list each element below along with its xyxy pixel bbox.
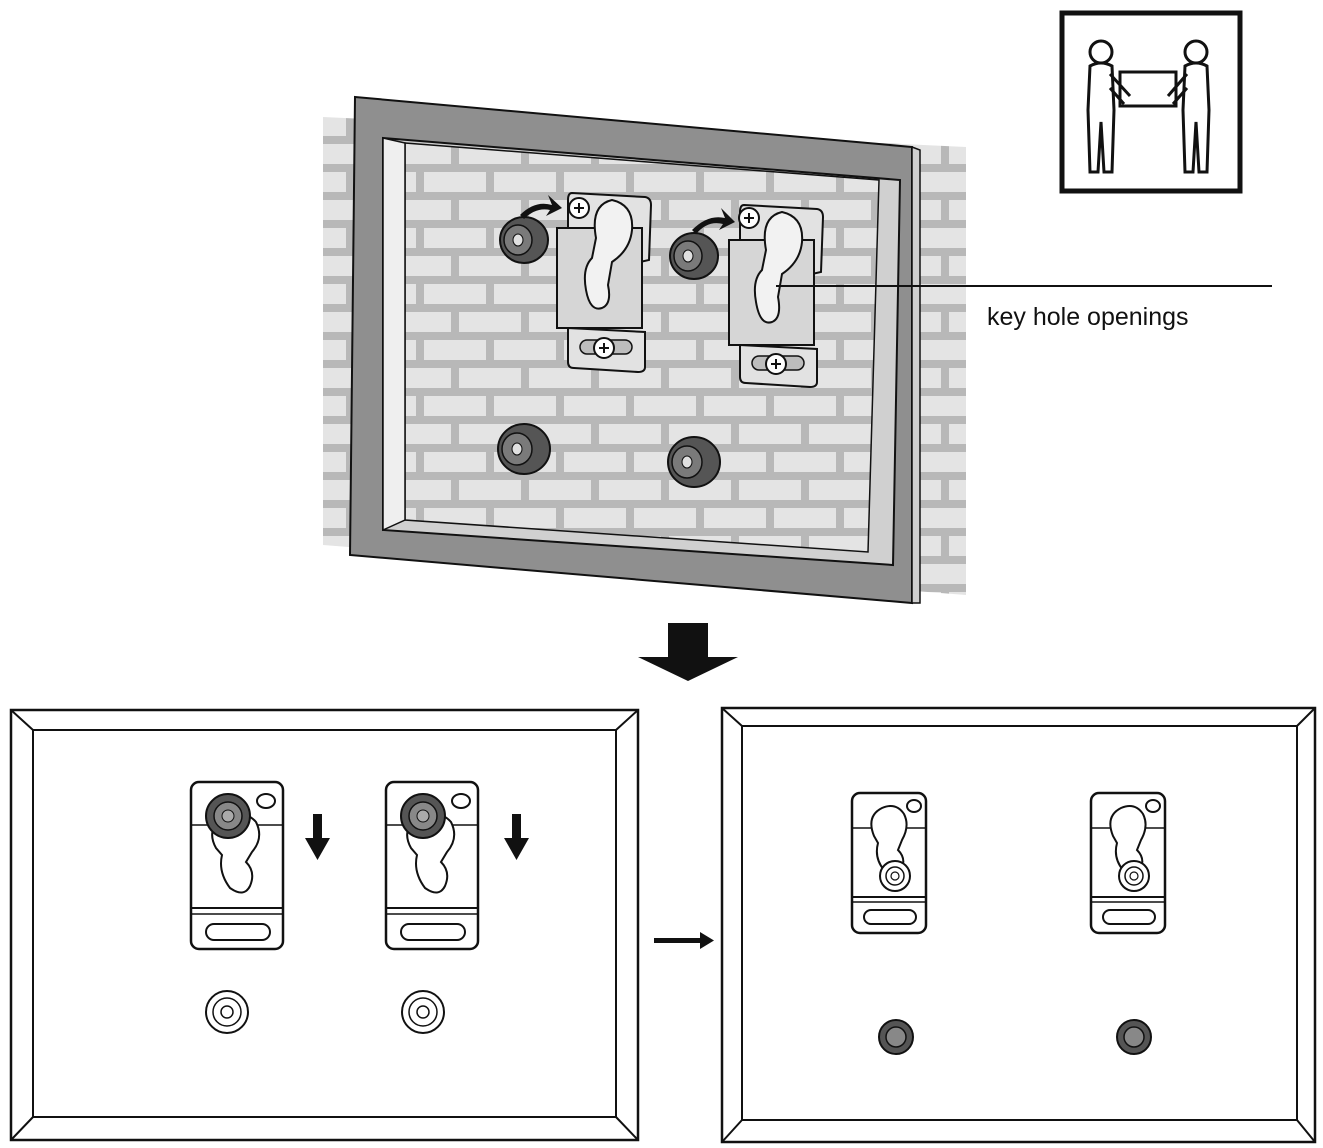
step-panel-left — [9, 708, 640, 1142]
wall-spacer-bottom-right — [667, 436, 721, 488]
wall-spacer-bottom-left — [497, 423, 551, 475]
wall-mount-scene — [323, 95, 1272, 605]
wall-spacer-top-right — [669, 232, 719, 280]
callout-label: key hole openings — [987, 303, 1189, 331]
spacer-filled-left — [878, 1019, 914, 1055]
bracket-back-left — [189, 780, 285, 951]
right-arrow-icon — [654, 932, 714, 949]
step-panel-right — [720, 706, 1317, 1144]
wall-spacer-top-left — [499, 216, 549, 264]
spacer-filled-right — [1116, 1019, 1152, 1055]
down-arrow-small-right-icon — [504, 814, 529, 860]
spacer-outline-right — [401, 990, 445, 1034]
bracket-mounted-left — [850, 791, 928, 935]
bracket-right — [728, 203, 825, 389]
bracket-back-right — [384, 780, 480, 951]
curved-arrow-left-icon — [520, 195, 562, 219]
down-arrow-icon — [638, 623, 738, 681]
curved-arrow-right-icon — [692, 208, 735, 234]
bracket-mounted-right — [1089, 791, 1167, 935]
spacer-outline-left — [205, 990, 249, 1034]
down-arrow-small-left-icon — [305, 814, 330, 860]
bracket-left — [556, 191, 653, 374]
two-person-lift-icon — [1059, 10, 1243, 194]
